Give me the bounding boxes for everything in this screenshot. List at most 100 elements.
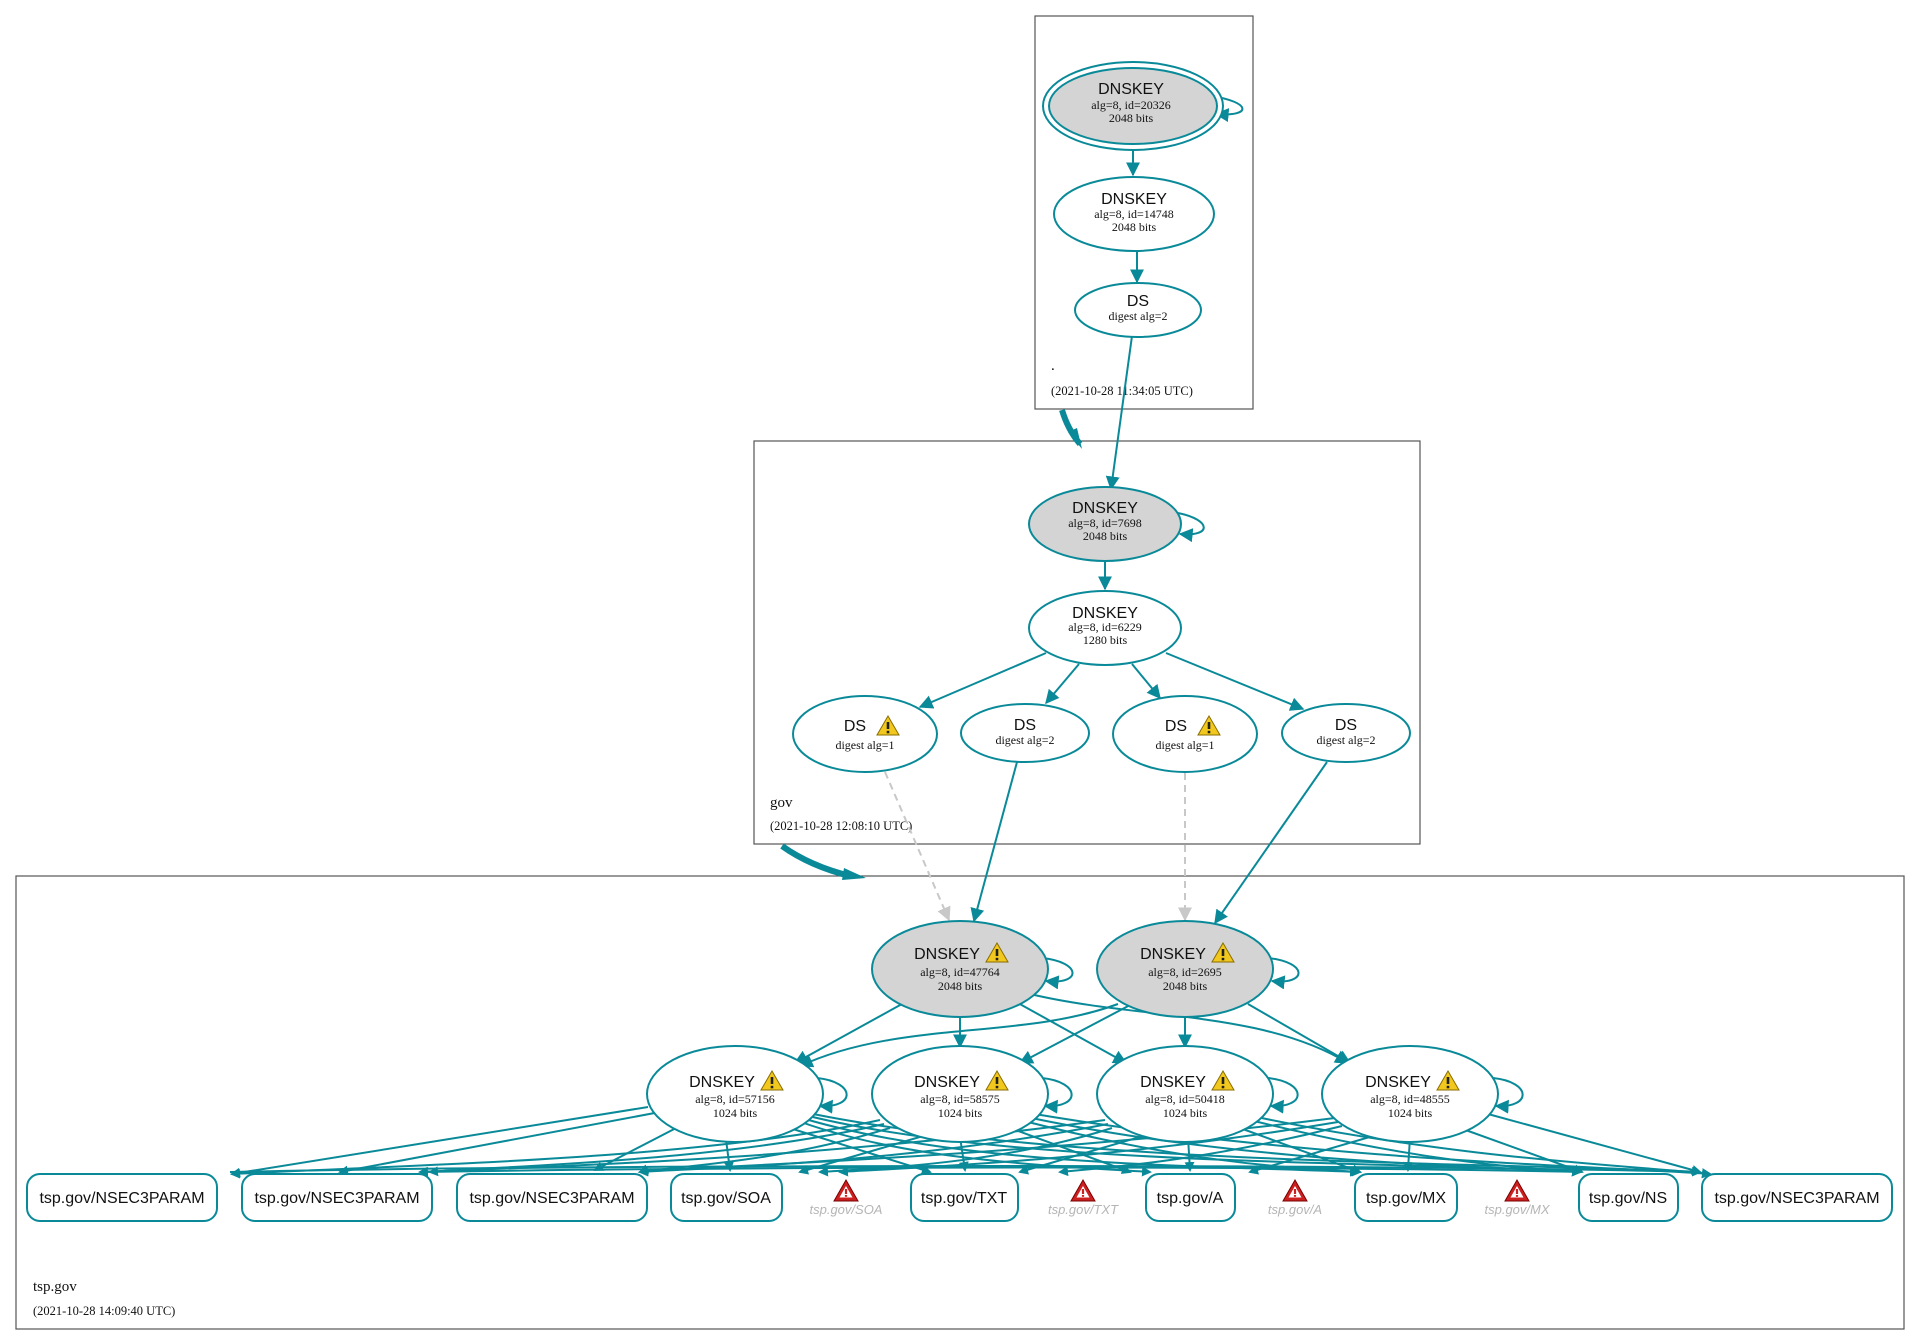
tsp-zsk1-node[interactable]: DNSKEY alg=8, id=57156 1024 bits <box>646 1045 824 1143</box>
gov-ksk-bits: 2048 bits <box>1083 529 1128 543</box>
zone-tsp: tsp.gov (2021-10-28 14:09:40 UTC) <box>15 875 1905 1330</box>
zone-root: . (2021-10-28 11:34:05 UTC) <box>1034 15 1254 410</box>
root-ds-title: DS <box>1127 293 1149 310</box>
tsp-ksk1-bits: 2048 bits <box>938 979 983 993</box>
root-ksk-bits: 2048 bits <box>1109 111 1154 125</box>
zone-gov-time: (2021-10-28 12:08:10 UTC) <box>770 819 912 833</box>
gov-ksk-title: DNSKEY <box>1072 500 1138 517</box>
tsp-ksk2-title: DNSKEY <box>1140 946 1206 963</box>
delegation-arrowhead-root-gov <box>1068 428 1082 449</box>
gov-ksk-id: alg=8, id=7698 <box>1068 516 1142 530</box>
gov-ksk-node[interactable]: DNSKEY alg=8, id=7698 2048 bits <box>1028 486 1182 562</box>
tsp-zsk4-node[interactable]: DNSKEY alg=8, id=48555 1024 bits <box>1321 1045 1499 1143</box>
tsp-zsk1-title: DNSKEY <box>689 1074 755 1091</box>
rrset-label: tsp.gov/SOA <box>681 1190 771 1207</box>
root-zsk-node[interactable]: DNSKEY alg=8, id=14748 2048 bits <box>1053 176 1215 252</box>
rrset-txt[interactable]: tsp.gov/TXT <box>910 1173 1019 1222</box>
gov-ds4-node[interactable]: DS digest alg=2 <box>1281 703 1411 763</box>
gov-ds4-title: DS <box>1335 717 1357 734</box>
tsp-ksk2-node[interactable]: DNSKEY alg=8, id=2695 2048 bits <box>1096 920 1274 1018</box>
gov-ds1-title: DS <box>844 718 866 735</box>
error-icon <box>1504 1179 1530 1202</box>
gov-ds1-digest: digest alg=1 <box>835 738 894 752</box>
rrset-soa[interactable]: tsp.gov/SOA <box>670 1173 783 1222</box>
root-ksk-node[interactable]: DNSKEY alg=8, id=20326 2048 bits <box>1042 61 1224 151</box>
tsp-zsk1-bits: 1024 bits <box>713 1106 758 1120</box>
zone-tsp-name: tsp.gov <box>33 1279 77 1295</box>
rrset-label: tsp.gov/NSEC3PARAM <box>469 1190 634 1207</box>
root-zsk-title: DNSKEY <box>1101 191 1167 208</box>
tsp-key-edges <box>793 957 1524 1114</box>
delegation-arrow-gov-tsp <box>780 843 851 879</box>
gov-ds2-node[interactable]: DS digest alg=2 <box>960 703 1090 763</box>
error-icon <box>833 1179 859 1202</box>
rrset-a[interactable]: tsp.gov/A <box>1145 1173 1236 1222</box>
zone-tsp-time: (2021-10-28 14:09:40 UTC) <box>33 1304 175 1318</box>
gov-ds2-title: DS <box>1014 717 1036 734</box>
rrset-soa-error[interactable]: tsp.gov/SOA <box>810 1179 883 1217</box>
tsp-zsk4-title: DNSKEY <box>1365 1074 1431 1091</box>
tsp-zsk4-id: alg=8, id=48555 <box>1370 1092 1450 1106</box>
tsp-ksk2-id: alg=8, id=2695 <box>1148 965 1222 979</box>
tsp-zsk3-node[interactable]: DNSKEY alg=8, id=50418 1024 bits <box>1096 1045 1274 1143</box>
rrset-mx-error[interactable]: tsp.gov/MX <box>1484 1179 1551 1217</box>
error-label: tsp.gov/SOA <box>810 1202 883 1217</box>
zone-root-name: . <box>1051 358 1055 374</box>
tsp-zsk1-id: alg=8, id=57156 <box>695 1092 775 1106</box>
tsp-ksk1-title: DNSKEY <box>914 946 980 963</box>
tsp-zsk4-bits: 1024 bits <box>1388 1106 1433 1120</box>
tsp-zsk3-bits: 1024 bits <box>1163 1106 1208 1120</box>
error-icon <box>1070 1179 1096 1202</box>
tsp-ksk2-bits: 2048 bits <box>1163 979 1208 993</box>
root-ksk-title: DNSKEY <box>1098 81 1164 98</box>
root-zsk-id: alg=8, id=14748 <box>1094 207 1174 221</box>
root-ksk-id: alg=8, id=20326 <box>1091 98 1171 112</box>
gov-zsk-id: alg=8, id=6229 <box>1068 620 1142 634</box>
zone-gov: gov (2021-10-28 12:08:10 UTC) <box>753 440 1421 845</box>
gov-ds3-title: DS <box>1165 718 1187 735</box>
tsp-zsk3-title: DNSKEY <box>1140 1074 1206 1091</box>
zone-root-time: (2021-10-28 11:34:05 UTC) <box>1051 384 1193 398</box>
rrset-label: tsp.gov/TXT <box>921 1190 1007 1207</box>
tsp-zsk3-id: alg=8, id=50418 <box>1145 1092 1225 1106</box>
rrset-a-error[interactable]: tsp.gov/A <box>1268 1179 1322 1217</box>
rrset-mx[interactable]: tsp.gov/MX <box>1354 1173 1458 1222</box>
tsp-zsk2-title: DNSKEY <box>914 1074 980 1091</box>
rrset-label: tsp.gov/MX <box>1366 1190 1446 1207</box>
rrset-label: tsp.gov/NSEC3PARAM <box>39 1190 204 1207</box>
zone-gov-name: gov <box>770 795 793 811</box>
tsp-ksk1-id: alg=8, id=47764 <box>920 965 1000 979</box>
tsp-ksk1-node[interactable]: DNSKEY alg=8, id=47764 2048 bits <box>871 920 1049 1018</box>
rrset-nsec3param-3[interactable]: tsp.gov/NSEC3PARAM <box>456 1173 648 1222</box>
error-icon <box>1282 1179 1308 1202</box>
gov-edges <box>884 512 1328 925</box>
rrset-nsec3param-1[interactable]: tsp.gov/NSEC3PARAM <box>26 1173 218 1222</box>
root-ds-node[interactable]: DS digest alg=2 <box>1074 282 1202 338</box>
gov-zsk-bits: 1280 bits <box>1083 633 1128 647</box>
rrset-label: tsp.gov/NSEC3PARAM <box>254 1190 419 1207</box>
tsp-zsk2-node[interactable]: DNSKEY alg=8, id=58575 1024 bits <box>871 1045 1049 1143</box>
gov-ds3-digest: digest alg=1 <box>1155 738 1214 752</box>
gov-zsk-title: DNSKEY <box>1072 605 1138 622</box>
rrset-label: tsp.gov/NS <box>1589 1190 1667 1207</box>
rrset-nsec3param-4[interactable]: tsp.gov/NSEC3PARAM <box>1701 1173 1893 1222</box>
tsp-zsk2-id: alg=8, id=58575 <box>920 1092 1000 1106</box>
tsp-zsk2-bits: 1024 bits <box>938 1106 983 1120</box>
delegation-arrowhead-gov-tsp <box>842 868 866 880</box>
root-ds-digest: digest alg=2 <box>1108 309 1167 323</box>
rrset-ns[interactable]: tsp.gov/NS <box>1578 1173 1679 1222</box>
gov-ds4-digest: digest alg=2 <box>1316 733 1375 747</box>
rrset-label: tsp.gov/A <box>1157 1190 1224 1207</box>
error-label: tsp.gov/MX <box>1484 1202 1550 1217</box>
gov-ds2-digest: digest alg=2 <box>995 733 1054 747</box>
root-zsk-bits: 2048 bits <box>1112 220 1157 234</box>
error-label: tsp.gov/TXT <box>1048 1202 1119 1217</box>
gov-ds3-node[interactable]: DS digest alg=1 <box>1112 695 1258 773</box>
gov-ds1-node[interactable]: DS digest alg=1 <box>792 695 938 773</box>
rrset-txt-error[interactable]: tsp.gov/TXT <box>1048 1179 1119 1217</box>
rrset-label: tsp.gov/NSEC3PARAM <box>1714 1190 1879 1207</box>
gov-zsk-node[interactable]: DNSKEY alg=8, id=6229 1280 bits <box>1028 590 1182 666</box>
error-label: tsp.gov/A <box>1268 1202 1322 1217</box>
rrset-nsec3param-2[interactable]: tsp.gov/NSEC3PARAM <box>241 1173 433 1222</box>
